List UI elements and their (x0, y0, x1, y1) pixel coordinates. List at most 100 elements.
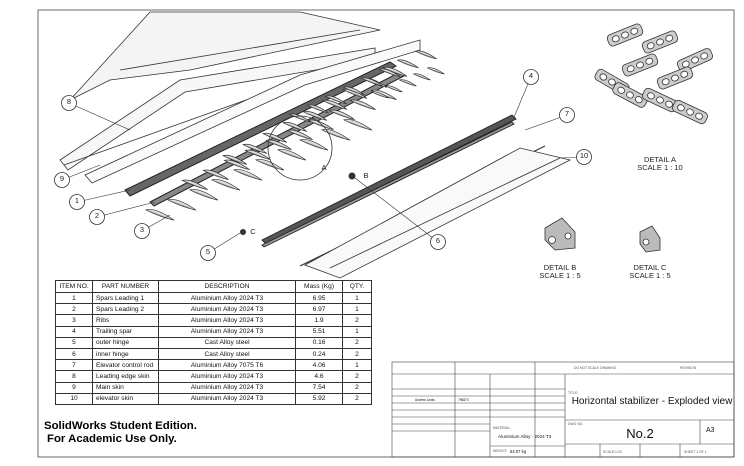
bom-cell-part-number: Spars Leading 2 (92, 303, 159, 316)
rib-centerline (364, 79, 379, 85)
callout-label-2: 2 (94, 211, 100, 220)
tb-signature: 798873 (458, 398, 469, 402)
rib-centerline (333, 111, 350, 119)
bom-header-description: DESCRIPTION (158, 280, 296, 293)
bom-cell-qty: 1 (342, 325, 372, 338)
bom-cell-description: Cast Alloy steel (158, 336, 296, 349)
rib-piece (343, 119, 373, 131)
rib-piece (299, 139, 329, 151)
rib-centerline (216, 181, 235, 189)
rib-centerline (249, 151, 266, 159)
bom-cell-item-no: 9 (55, 381, 93, 394)
tb-scale-value: SCALE:1:20 (603, 450, 622, 454)
bom-cell-qty: 2 (342, 314, 372, 327)
rib-centerline (418, 52, 433, 58)
tb-weight-value: 64.07 kg (510, 449, 527, 454)
rib-piece (288, 113, 311, 123)
balloon-9 (54, 172, 70, 188)
ribs-exploded-group (145, 50, 445, 221)
bom-cell-description: Aluminium Alloy 2024 T3 (158, 303, 296, 316)
rib-centerline (226, 156, 243, 163)
rib-centerline (382, 70, 397, 76)
bom-cell-item-no: 7 (55, 359, 93, 372)
bom-cell-description: Aluminium Alloy 2024 T3 (158, 325, 296, 338)
rib-centerline (346, 88, 361, 94)
bom-header-qty: QTY. (342, 280, 372, 293)
rib-centerline (374, 92, 386, 98)
rib-piece (277, 149, 307, 161)
bom-cell-item-no: 6 (55, 347, 93, 361)
tb-dwg-number: No.2 (626, 426, 654, 441)
bill-of-materials-table: ITEM NO. PART NUMBER DESCRIPTION Mass (K… (55, 280, 372, 405)
main-skin-part (59, 39, 421, 184)
rib-piece (167, 199, 197, 211)
bom-header-row: ITEM NO. PART NUMBER DESCRIPTION Mass (K… (55, 280, 372, 293)
callout-label-4: 4 (528, 71, 534, 80)
callout-balloons (54, 69, 592, 261)
tb-material-label: MATERIAL: (493, 426, 511, 430)
bom-cell-qty: 2 (342, 370, 372, 383)
rib-centerline (310, 106, 325, 112)
tb-title-label: TITLE: (568, 391, 579, 395)
rib-centerline (228, 161, 245, 169)
detail-a-scale: SCALE 1 : 10 (637, 163, 683, 172)
bom-cell-part-number: inner hinge (92, 347, 159, 361)
bom-cell-mass: 0.16 (295, 336, 343, 349)
detail-a-panel (641, 30, 679, 54)
bom-cell-qty: 2 (342, 336, 372, 349)
bom-cell-item-no: 10 (55, 392, 93, 405)
rib-centerline (286, 123, 303, 130)
callout-label-6: 6 (435, 236, 441, 245)
balloon-1 (69, 194, 85, 210)
title-block-frame (391, 361, 735, 458)
tb-revision-label: REVISION (680, 366, 697, 370)
bom-cell-description: Aluminium Alloy 2024 T3 (158, 392, 296, 405)
rib-centerline (354, 101, 371, 109)
callout-label-9: 9 (59, 174, 65, 183)
detail-a-panel (612, 82, 648, 108)
bom-cell-mass: 6.97 (295, 303, 343, 316)
rib-centerline (312, 121, 329, 129)
rib-centerline (207, 171, 224, 179)
rib-centerline (388, 86, 400, 92)
tb-weight-label: WEIGHT: (493, 449, 508, 453)
rib-piece (414, 50, 437, 60)
balloon-3 (134, 223, 150, 239)
detail-c-view (639, 225, 661, 253)
rib-piece (255, 159, 285, 171)
balloon-6 (430, 234, 446, 250)
rib-piece (321, 129, 351, 141)
rib-piece (349, 99, 376, 110)
rib-centerline (430, 68, 442, 74)
bom-cell-part-number: outer hinge (92, 336, 159, 349)
rib-centerline (270, 141, 287, 149)
rib-centerline (326, 131, 345, 139)
bom-header-mass: Mass (Kg) (295, 280, 343, 293)
bom-cell-description: Aluminium Alloy 2024 T3 (158, 381, 296, 394)
rib-piece (211, 179, 241, 191)
bom-cell-mass: 7.54 (295, 381, 343, 394)
leader-line-8 (68, 102, 131, 131)
balloon-10 (576, 149, 592, 165)
callout-letter-c: C (250, 227, 256, 236)
rib-centerline (386, 68, 403, 75)
callout-letter-a: A (321, 163, 327, 172)
rib-centerline (194, 191, 213, 199)
rib-centerline (304, 141, 323, 149)
rib-centerline (291, 131, 308, 139)
rib-centerline (346, 90, 363, 97)
bom-cell-part-number: Elevator control rod (92, 359, 159, 372)
bom-cell-description: Aluminium Alloy 2024 T3 (158, 314, 296, 327)
callout-letter-b: B (363, 171, 369, 180)
bom-cell-qty: 1 (342, 291, 372, 305)
bom-cell-mass: 5.51 (295, 325, 343, 338)
bom-cell-qty: 1 (342, 359, 372, 372)
rib-centerline (238, 171, 257, 179)
